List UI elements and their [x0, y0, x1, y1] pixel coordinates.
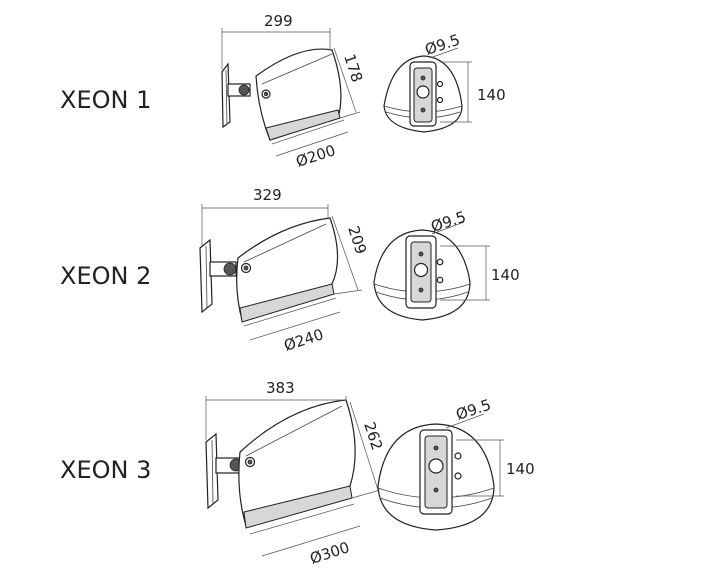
xeon-1-hole-dim: Ø9.5: [423, 31, 462, 59]
wall-plate: [199, 238, 213, 314]
xeon-3-rear-view: [377, 413, 504, 531]
xeon-3-bracket-dim: 140: [506, 460, 535, 478]
xeon-2-diameter-dim: Ø240: [282, 325, 326, 355]
model-label-xeon-2: XEON 2: [60, 262, 151, 290]
xeon-1-width-dim: 299: [264, 12, 293, 30]
xeon-2-height-dim: 209: [344, 224, 370, 257]
xeon-2-hole-dim: Ø9.5: [429, 208, 468, 236]
xeon-3-hole-dim: Ø9.5: [454, 396, 493, 424]
xeon-3-row: XEON 3 383 262 Ø300: [60, 379, 535, 568]
xeon-3-side-view: [205, 396, 381, 557]
xeon-1-bracket-dim: 140: [477, 86, 506, 104]
xeon-2-row: XEON 2 329 209 Ø240: [60, 186, 520, 355]
xeon-3-diameter-dim: Ø300: [308, 538, 352, 568]
xeon-2-side-view: [199, 204, 363, 341]
model-label-xeon-1: XEON 1: [60, 86, 151, 114]
xeon-2-width-dim: 329: [253, 186, 282, 204]
xeon-3-height-dim: 262: [360, 420, 386, 453]
wall-plate: [221, 62, 231, 129]
xeon-1-height-dim: 178: [340, 52, 366, 85]
xeon-1-row: XEON 1 299 178 Ø200: [60, 12, 506, 171]
speaker-body: [236, 217, 339, 321]
xeon-2-bracket-dim: 140: [491, 266, 520, 284]
xeon-3-width-dim: 383: [266, 379, 295, 397]
wall-plate: [205, 432, 219, 510]
xeon-1-diameter-dim: Ø200: [294, 141, 338, 171]
xeon-1-side-view: [221, 28, 361, 157]
model-label-xeon-3: XEON 3: [60, 456, 151, 484]
xeon-2-rear-view: [373, 221, 490, 321]
xeon-1-rear-view: [383, 47, 472, 133]
